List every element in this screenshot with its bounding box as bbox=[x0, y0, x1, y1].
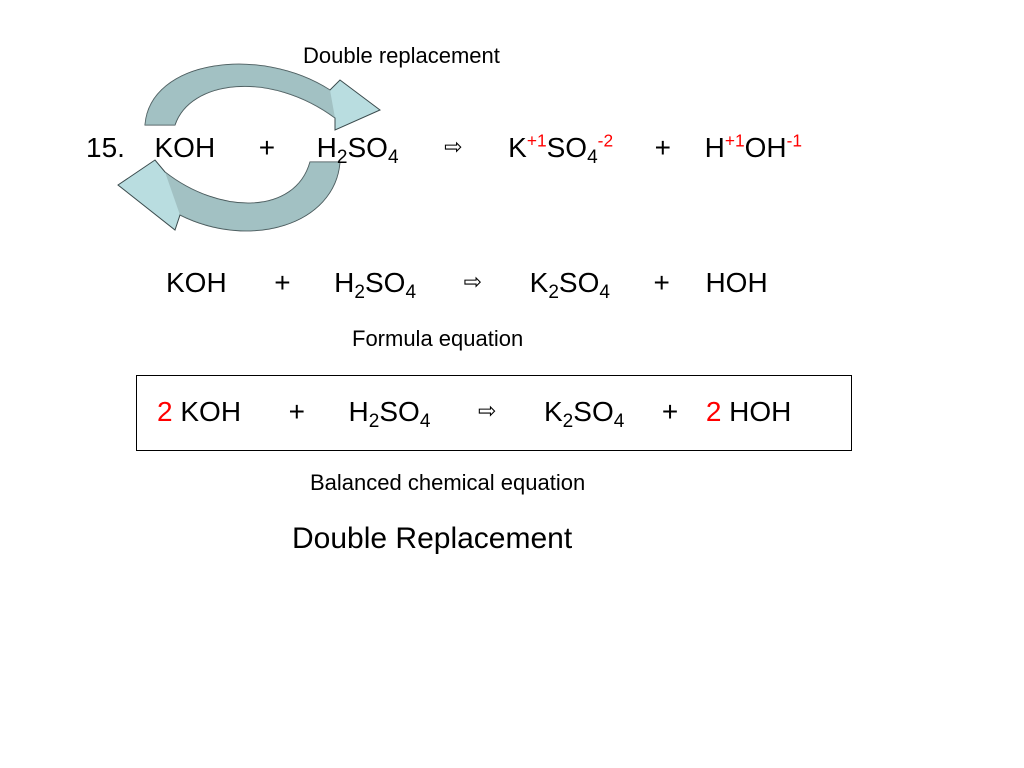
yields-arrow-icon: ⇨ bbox=[444, 134, 463, 159]
product-k2so4: K2SO4 bbox=[529, 267, 610, 304]
yields-arrow-icon: ⇨ bbox=[477, 398, 497, 423]
product-hoh: HOH bbox=[729, 396, 792, 427]
coefficient: 2 bbox=[705, 396, 722, 427]
reactant-koh: KOH bbox=[154, 132, 216, 163]
plus-sign: + bbox=[258, 132, 276, 163]
balanced-equation: 2 KOH + H2SO4 ⇨ K2SO4 + 2 HOH bbox=[157, 396, 792, 433]
formula-equation-label: Formula equation bbox=[352, 326, 524, 351]
product-k2so4: K2SO4 bbox=[543, 396, 625, 433]
plus-sign: + bbox=[288, 396, 305, 427]
reaction-type-title: Double Replacement bbox=[292, 522, 573, 555]
balanced-equation-box bbox=[136, 375, 852, 451]
problem-number: 15. bbox=[86, 132, 125, 163]
reactant-koh: KOH bbox=[166, 267, 227, 298]
coefficient: 2 bbox=[157, 396, 173, 427]
plus-sign: + bbox=[274, 267, 291, 298]
plus-sign: + bbox=[654, 132, 672, 163]
reactant-koh: KOH bbox=[180, 396, 242, 427]
reactant-h2so4: H2SO4 bbox=[316, 132, 399, 169]
plus-sign: + bbox=[661, 396, 679, 427]
product-hoh-ions: H+1OH-1 bbox=[704, 130, 803, 163]
ionic-equation: 15. KOH + H2SO4 ⇨ K+1SO4-2 + H+1OH-1 bbox=[86, 130, 803, 169]
plus-sign: + bbox=[653, 267, 670, 298]
product-kso4-ions: K+1SO4-2 bbox=[508, 130, 614, 169]
double-replacement-label: Double replacement bbox=[303, 43, 500, 68]
formula-equation: KOH + H2SO4 ⇨ K2SO4 + HOH bbox=[166, 267, 768, 304]
reactant-h2so4: H2SO4 bbox=[334, 267, 417, 304]
product-hoh: HOH bbox=[705, 267, 768, 298]
yields-arrow-icon: ⇨ bbox=[463, 269, 483, 294]
reactant-h2so4: H2SO4 bbox=[348, 396, 431, 433]
balanced-equation-label: Balanced chemical equation bbox=[310, 470, 586, 495]
